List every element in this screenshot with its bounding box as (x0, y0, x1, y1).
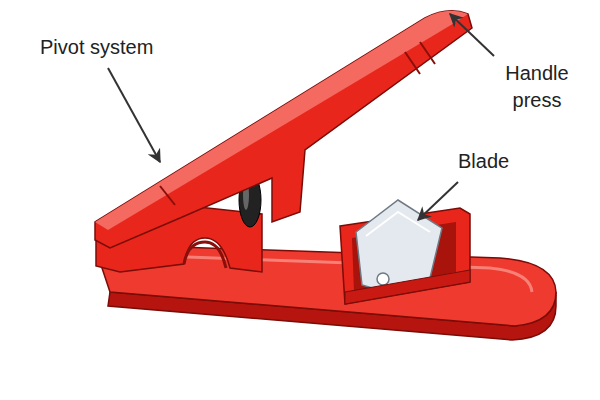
blade-edge-shine (366, 212, 430, 236)
pivot-joint (160, 186, 175, 205)
leader-line (108, 68, 160, 162)
pipe-channel (184, 242, 226, 268)
leader-line (450, 14, 494, 56)
blade-hole (377, 273, 389, 285)
part-label: Handle press (498, 60, 576, 114)
holder-lip (345, 270, 470, 304)
handle-notches (405, 42, 435, 74)
leader-line (418, 182, 458, 220)
part-label: Blade (458, 148, 509, 175)
part-label: Pivot system (40, 34, 153, 61)
